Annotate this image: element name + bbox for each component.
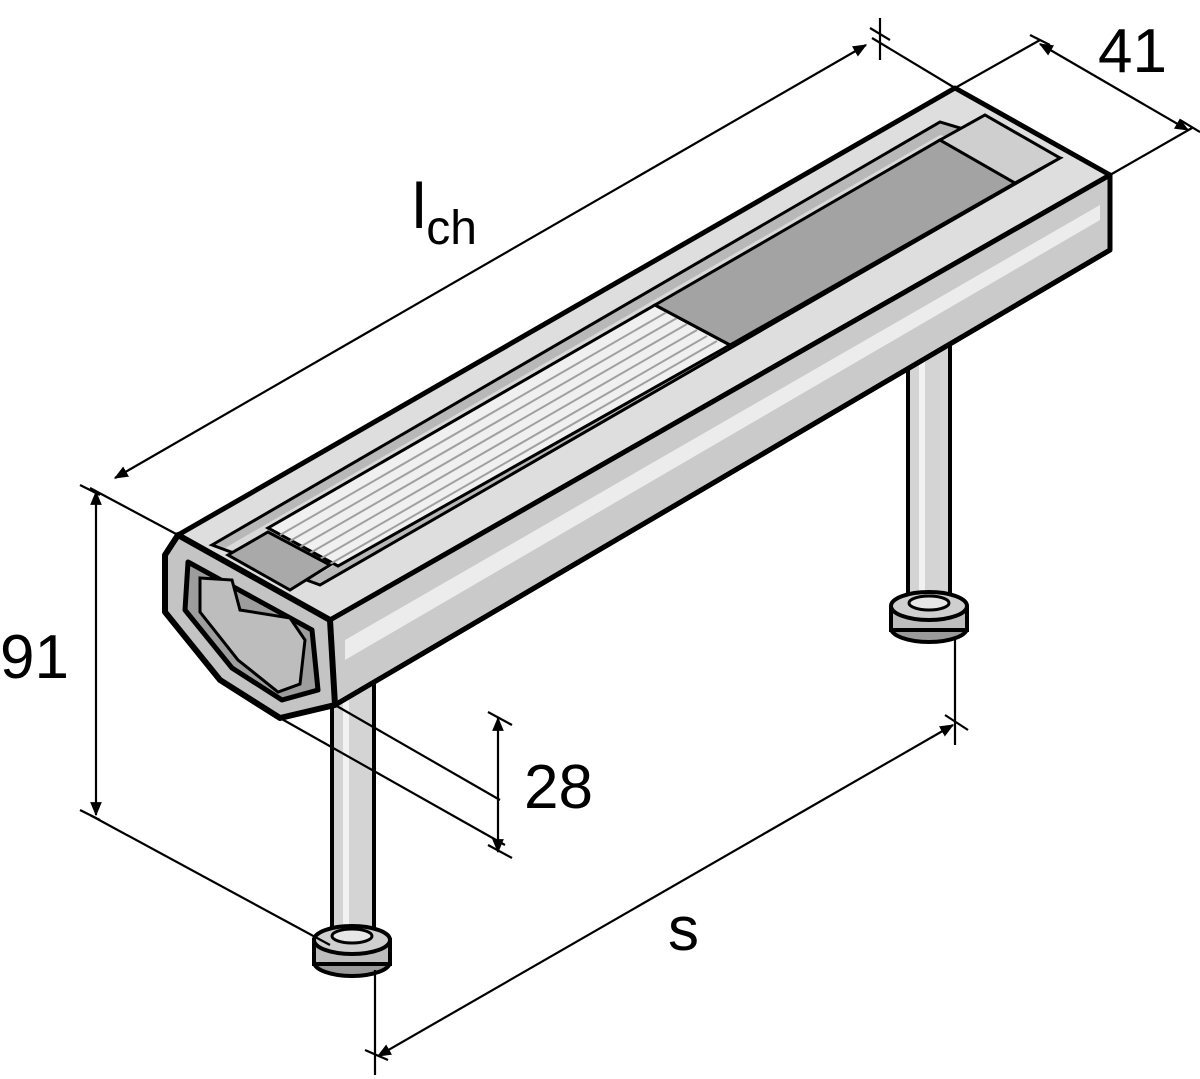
dimension-lines — [79, 18, 1200, 1075]
length-dimension-line — [113, 44, 868, 479]
rear-leg — [889, 328, 969, 644]
channel-cross-section — [162, 530, 338, 721]
lip-height-label: 28 — [524, 753, 593, 822]
height-label: 91 — [0, 623, 69, 692]
spacing-label: s — [668, 895, 699, 964]
width-dimension-line — [1038, 43, 1190, 131]
spacing-dimension-line — [376, 724, 955, 1057]
length-label: lch — [412, 170, 477, 255]
width-label: 41 — [1098, 17, 1167, 86]
